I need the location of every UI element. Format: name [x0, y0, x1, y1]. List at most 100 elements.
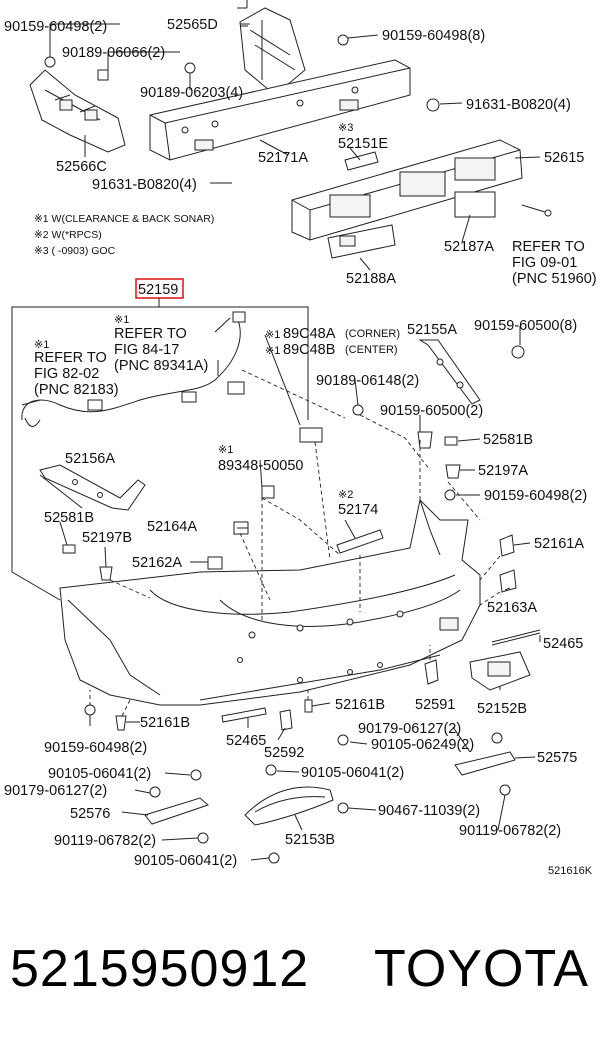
bracket-52576 [144, 769, 209, 844]
sensor-icon [261, 427, 323, 499]
label-90179-06127-left: 90179-06127(2) [4, 783, 107, 799]
label-52171a: 52171A [258, 150, 308, 166]
label-90467-11039: 90467-11039(2) [378, 803, 480, 819]
label-90189-06066: 90189-06066(2) [62, 45, 165, 61]
part-52591 [424, 659, 439, 685]
label-90105-06041-b: 90105-06041(2) [301, 765, 404, 781]
pad-52174 [336, 529, 384, 554]
label-90159-60498-2b: 90159-60498(2) [484, 488, 587, 504]
leader-lines-upper [49, 23, 541, 271]
label-90119-06782-left: 90119-06782(2) [54, 833, 156, 849]
bumper-cover-52159 [59, 498, 481, 706]
label-52465-left: 52465 [226, 733, 266, 749]
label-52187a: 52187A [444, 239, 494, 255]
label-90159-60500-2: 90159-60500(2) [380, 403, 483, 419]
label-90105-06041-c: 90105-06041(2) [134, 853, 237, 869]
label-note1-mark-d: ※1 [265, 345, 280, 357]
retainer-52156a [39, 464, 146, 511]
label-note2-mark: ※2 [338, 489, 353, 501]
label-note1-mark-e: ※1 [218, 444, 233, 456]
label-52566c: 52566C [56, 159, 107, 175]
cover-52153b [244, 734, 349, 864]
part-number: 5215950912 [10, 940, 310, 998]
label-corner: (CORNER) [345, 328, 400, 340]
note-2: ※2 W(*RPCS) [34, 229, 102, 241]
label-52592: 52592 [264, 745, 304, 761]
label-52197a: 52197A [478, 463, 528, 479]
label-90159-60498-8: 90159-60498(8) [382, 28, 485, 44]
wire-harness [21, 311, 246, 427]
label-pnc-51960: (PNC 51960) [512, 271, 597, 287]
label-refer-to-a: REFER TO [512, 239, 585, 255]
label-fig-84-17: FIG 84-17 [114, 342, 179, 358]
lower-bolts-left [84, 704, 127, 731]
label-89c48a: 89C48A [283, 326, 336, 342]
label-52156a: 52156A [65, 451, 115, 467]
label-90159-60498-2a: 90159-60498(2) [4, 19, 107, 35]
absorber-52615 [291, 139, 523, 241]
label-91631-b0820-b: 91631-B0820(4) [92, 177, 197, 193]
label-52162a: 52162A [132, 555, 182, 571]
label-note1-mark-a: ※1 [114, 314, 129, 326]
label-52161a: 52161A [534, 536, 584, 552]
label-refer-to-c: REFER TO [34, 350, 107, 366]
label-90119-06782-right: 90119-06782(2) [459, 823, 561, 839]
label-90105-06249: 90105-06249(2) [371, 737, 474, 753]
clips-right-lower [499, 534, 517, 593]
label-note1-mark-b: ※1 [34, 339, 49, 351]
label-52465-right: 52465 [543, 636, 583, 652]
label-52159: 52159 [138, 282, 178, 298]
footer: 5215950912 TOYOTA [0, 935, 600, 1025]
label-52575: 52575 [537, 750, 577, 766]
bracket-52565d [184, 0, 349, 96]
label-52581b-right: 52581B [483, 432, 533, 448]
label-52155a: 52155A [407, 322, 457, 338]
label-note1-mark-c: ※1 [265, 329, 280, 341]
label-52164a: 52164A [147, 519, 197, 535]
label-52151e: 52151E [338, 136, 388, 152]
label-90159-60500-8: 90159-60500(8) [474, 318, 577, 334]
label-52163a: 52163A [487, 600, 537, 616]
label-52153b: 52153B [285, 832, 335, 848]
refer-arrow-icon [521, 204, 552, 217]
note-3: ※3 ( -0903) GOC [34, 245, 116, 257]
label-89c48b: 89C48B [283, 342, 335, 358]
guide-lines [89, 369, 501, 720]
label-fig-82-02: FIG 82-02 [34, 366, 99, 382]
label-52161b-center: 52161B [335, 697, 385, 713]
bracket-52566c [29, 69, 126, 153]
label-90179-06127-right: 90179-06127(2) [358, 721, 461, 737]
label-52565d: 52565D [167, 17, 218, 33]
leader-lines-lower [21, 25, 541, 861]
label-52197b: 52197B [82, 530, 132, 546]
label-52152b: 52152B [477, 701, 527, 717]
label-52581b-left: 52581B [44, 510, 94, 526]
label-89348-50050: 89348-50050 [218, 458, 303, 474]
label-52161b-left: 52161B [140, 715, 190, 731]
label-90105-06041-a: 90105-06041(2) [48, 766, 151, 782]
label-52576: 52576 [70, 806, 110, 822]
bracket-52575 [454, 732, 516, 796]
spacer-52188a [327, 224, 396, 259]
reinforcement-52171a [149, 59, 440, 161]
brand-name: TOYOTA [374, 940, 589, 998]
label-52615: 52615 [544, 150, 584, 166]
label-fig-09-01: FIG 09-01 [512, 255, 577, 271]
label-91631-b0820-a: 91631-B0820(4) [466, 97, 571, 113]
label-52188a: 52188A [346, 271, 396, 287]
label-90189-06148: 90189-06148(2) [316, 373, 419, 389]
note-1: ※1 W(CLEARANCE & BACK SONAR) [34, 213, 214, 225]
label-center: (CENTER) [345, 344, 398, 356]
clips-right [352, 404, 461, 501]
assembly-bracket-line [11, 298, 160, 601]
label-figure-id: 521616K [548, 865, 593, 877]
label-refer-to-b: REFER TO [114, 326, 187, 342]
clips-left [62, 521, 249, 581]
label-pnc-89341a: (PNC 89341A) [114, 358, 208, 374]
label-90189-06203: 90189-06203(4) [140, 85, 243, 101]
label-pnc-82183: (PNC 82183) [34, 382, 119, 398]
retainer-52155a [418, 339, 525, 405]
molding-52465-left [221, 699, 313, 731]
molding-52465-right [491, 629, 541, 646]
